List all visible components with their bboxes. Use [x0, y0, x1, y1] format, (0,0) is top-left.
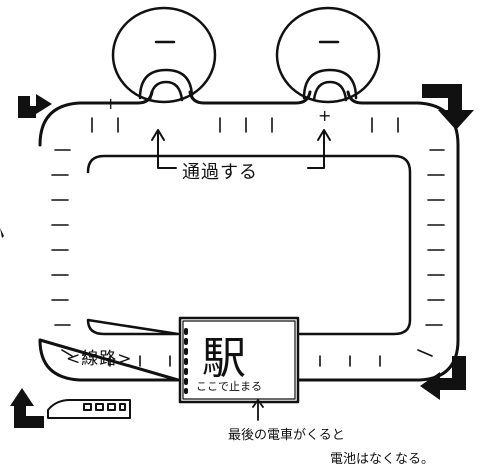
train-icon	[47, 399, 131, 419]
battery-note-line2: 電池はなくなる。	[330, 452, 435, 467]
arrow-bottom-right-icon	[420, 356, 466, 400]
track-inner-edge	[86, 154, 412, 336]
station-box	[178, 316, 300, 404]
pass-through-pointers	[151, 129, 331, 169]
stop-marker	[252, 399, 264, 421]
magnet-left-icon	[111, 6, 217, 104]
stop-here-label: ここで止まる	[196, 380, 262, 393]
arrow-bottom-left-icon	[10, 388, 44, 428]
stray-mark	[0, 228, 4, 238]
arrow-top-left-icon	[18, 94, 52, 118]
plus-left-label: +	[104, 94, 118, 113]
track-sleepers	[51, 117, 445, 367]
magnet-right-icon	[275, 6, 381, 104]
battery-note-line1: 最後の電車がくると	[228, 428, 345, 443]
track-label: <線路>	[66, 349, 133, 369]
plus-right-label: +	[318, 106, 332, 125]
station-label: 駅	[202, 333, 246, 384]
pass-through-label: 通過する	[182, 162, 258, 183]
arrow-top-right-icon	[422, 84, 474, 130]
track-outer-edge	[38, 90, 460, 382]
